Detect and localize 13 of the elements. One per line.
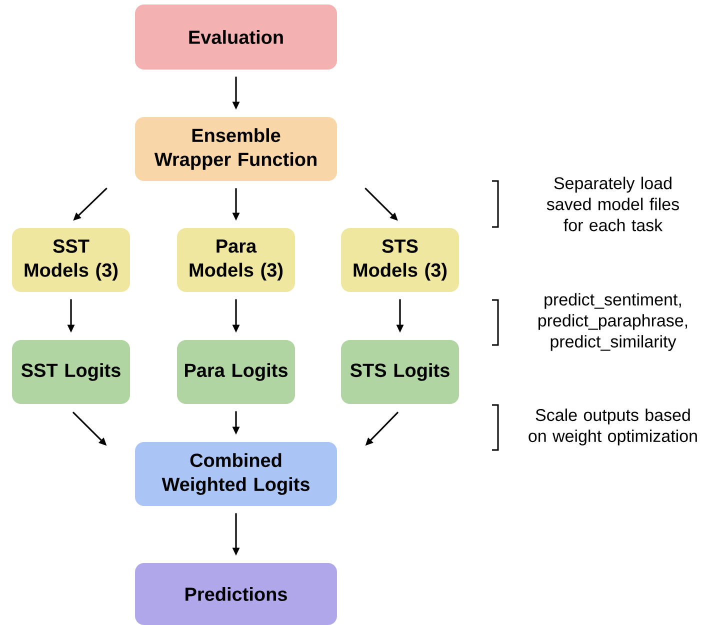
note-text: Scale outputs based on weight optimization bbox=[528, 408, 697, 446]
note-text: Separately load saved model files for each task bbox=[546, 176, 679, 232]
process-box: Predictions bbox=[135, 563, 337, 625]
process-box: Evaluation bbox=[135, 4, 337, 70]
process-box: SST Logits bbox=[12, 340, 130, 404]
note-text: predict_sentiment, predict_paraphrase, predict_similarity bbox=[538, 293, 688, 351]
process-box: STS Logits bbox=[341, 340, 459, 404]
process-box: Para Models (3) bbox=[177, 228, 295, 292]
process-box: SST Models (3) bbox=[12, 228, 130, 292]
process-box: Combined Weighted Logits bbox=[135, 442, 337, 506]
process-box: Para Logits bbox=[177, 340, 295, 404]
process-box: Ensemble Wrapper Function bbox=[135, 117, 337, 181]
process-box: STS Models (3) bbox=[341, 228, 459, 292]
